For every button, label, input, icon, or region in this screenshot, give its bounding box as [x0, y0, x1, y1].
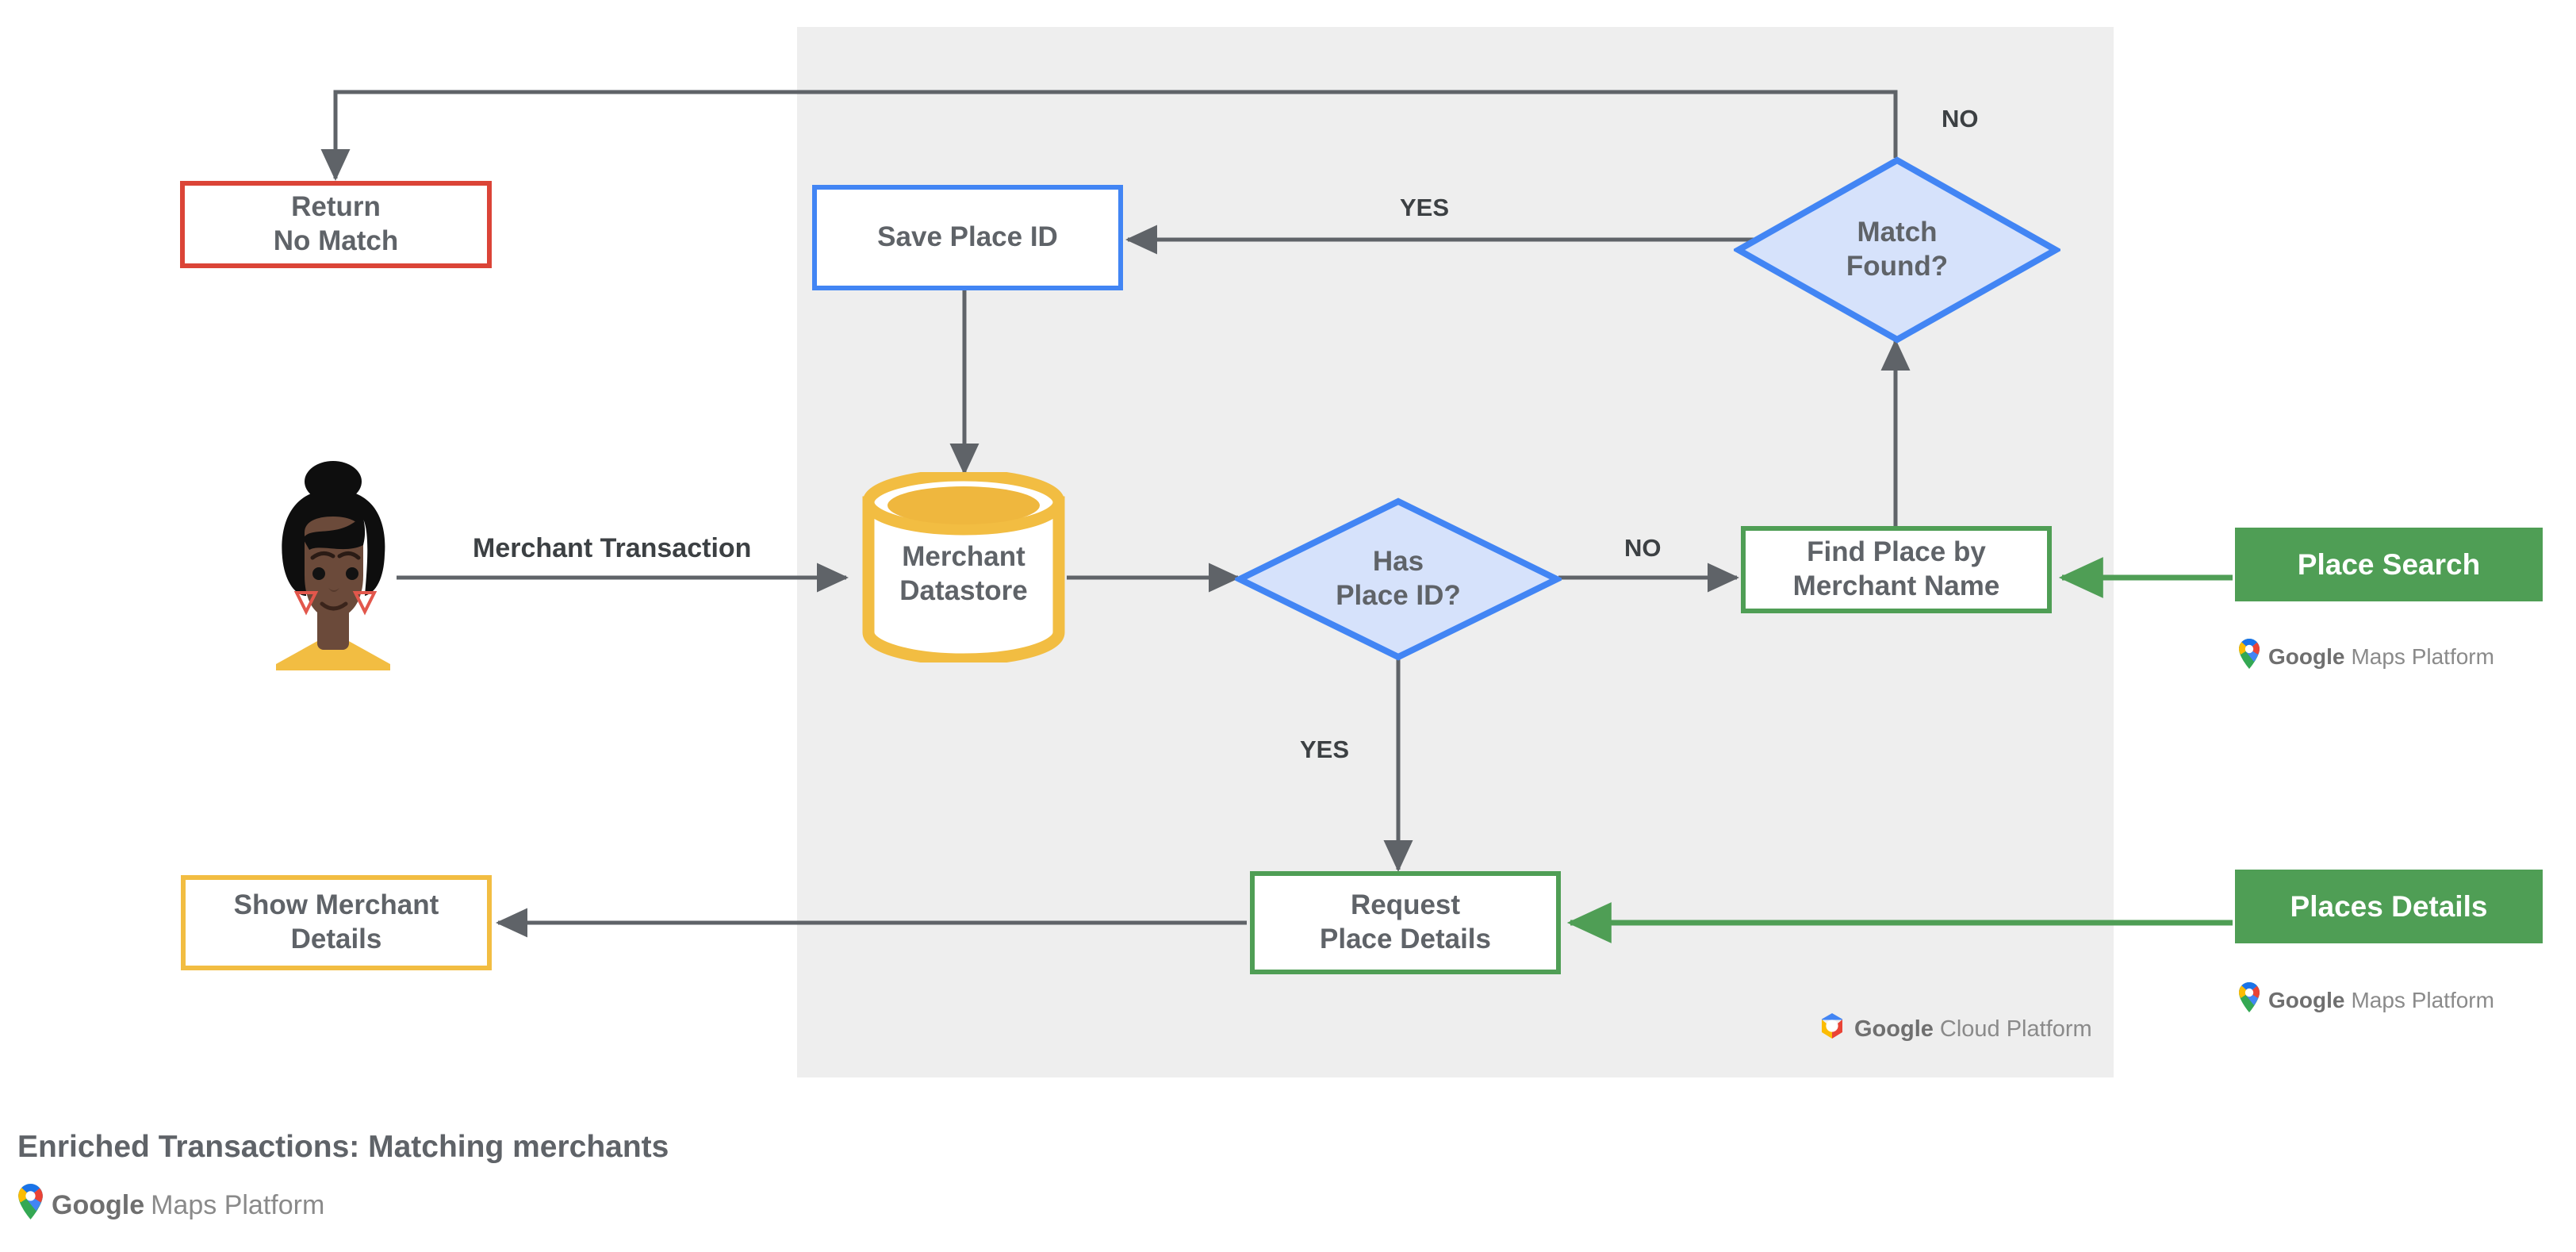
node-show-merchant-details[interactable]: Show Merchant Details	[181, 875, 492, 970]
brand-google-word: Google	[1854, 1016, 1934, 1042]
node-has-place-id[interactable]: Has Place ID?	[1235, 497, 1562, 662]
brand-google-cloud-platform: Google Cloud Platform	[1818, 1012, 2092, 1046]
api-button-place-search[interactable]: Place Search	[2235, 528, 2543, 601]
brand-google-maps-platform-footer: Google Maps Platform	[17, 1184, 324, 1227]
api-button-place-search-label: Place Search	[2297, 547, 2481, 581]
node-return-no-match-label: Return No Match	[273, 191, 399, 256]
brand-google-word: Google	[2268, 643, 2345, 669]
google-maps-pin-icon	[2238, 982, 2260, 1018]
merchant-customer-avatar	[262, 456, 404, 670]
brand-google-word: Google	[52, 1189, 145, 1220]
edge-label-merchant-transaction: Merchant Transaction	[473, 533, 752, 563]
node-save-place-id[interactable]: Save Place ID	[812, 185, 1123, 290]
brand-google-maps-platform-places-details: Google Maps Platform	[2238, 982, 2494, 1018]
edge-label-match-found-no: NO	[1942, 105, 1979, 132]
api-button-places-details[interactable]: Places Details	[2235, 870, 2543, 943]
node-request-place-details-label: Request Place Details	[1320, 889, 1491, 954]
brand-maps-platform-word: Maps Platform	[151, 1189, 325, 1220]
brand-google-maps-platform-place-search: Google Maps Platform	[2238, 639, 2494, 674]
diagram-caption: Enriched Transactions: Matching merchant…	[17, 1130, 669, 1164]
brand-google-word: Google	[2268, 987, 2345, 1012]
node-return-no-match[interactable]: Return No Match	[180, 181, 492, 268]
brand-cloud-platform-word: Cloud Platform	[1939, 1016, 2092, 1042]
node-show-merchant-details-label: Show Merchant Details	[233, 889, 439, 954]
edge-label-match-found-yes: YES	[1400, 194, 1450, 221]
edge-label-has-place-id-no: NO	[1624, 534, 1662, 562]
node-merchant-datastore[interactable]: Merchant Datastore	[861, 469, 1067, 666]
node-merchant-datastore-label: Merchant Datastore	[899, 541, 1028, 606]
edge-label-has-place-id-yes: YES	[1300, 735, 1350, 763]
node-match-found[interactable]: Match Found?	[1734, 156, 2060, 344]
brand-maps-platform-word: Maps Platform	[2351, 643, 2494, 669]
api-button-places-details-label: Places Details	[2290, 889, 2488, 923]
brand-maps-platform-word: Maps Platform	[2351, 987, 2494, 1012]
google-maps-pin-icon	[17, 1184, 44, 1227]
node-save-place-id-label: Save Place ID	[877, 221, 1058, 253]
node-find-place-by-merchant-name[interactable]: Find Place by Merchant Name	[1741, 526, 2052, 613]
node-request-place-details[interactable]: Request Place Details	[1250, 871, 1561, 974]
google-cloud-hexagon-icon	[1818, 1012, 1846, 1046]
node-find-place-by-merchant-name-label: Find Place by Merchant Name	[1792, 536, 2000, 601]
google-maps-pin-icon	[2238, 639, 2260, 674]
